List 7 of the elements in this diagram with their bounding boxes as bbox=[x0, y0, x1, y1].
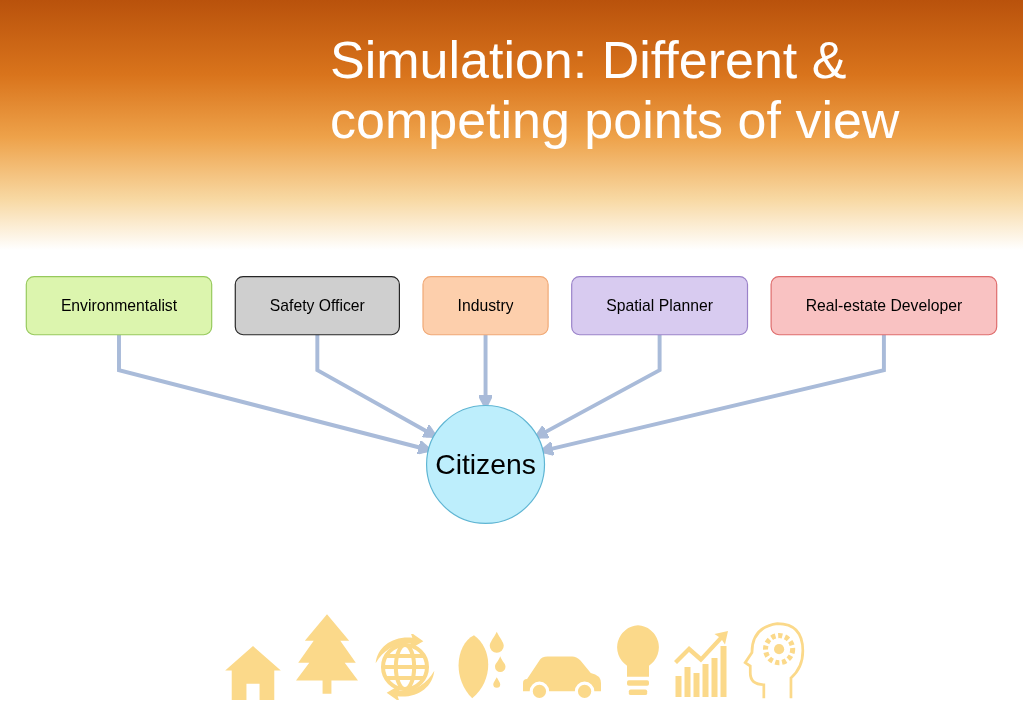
node-box: Safety Officer bbox=[234, 275, 400, 336]
node-box: Real-estate Developer bbox=[770, 275, 998, 336]
node-circle: Citizens bbox=[426, 404, 546, 525]
title: Simulation: Different & competing points of view bbox=[330, 30, 901, 150]
node-box: Spatial Planner bbox=[571, 275, 749, 336]
node-box: Industry bbox=[422, 275, 549, 336]
node-box: Environmentalist bbox=[25, 275, 213, 336]
